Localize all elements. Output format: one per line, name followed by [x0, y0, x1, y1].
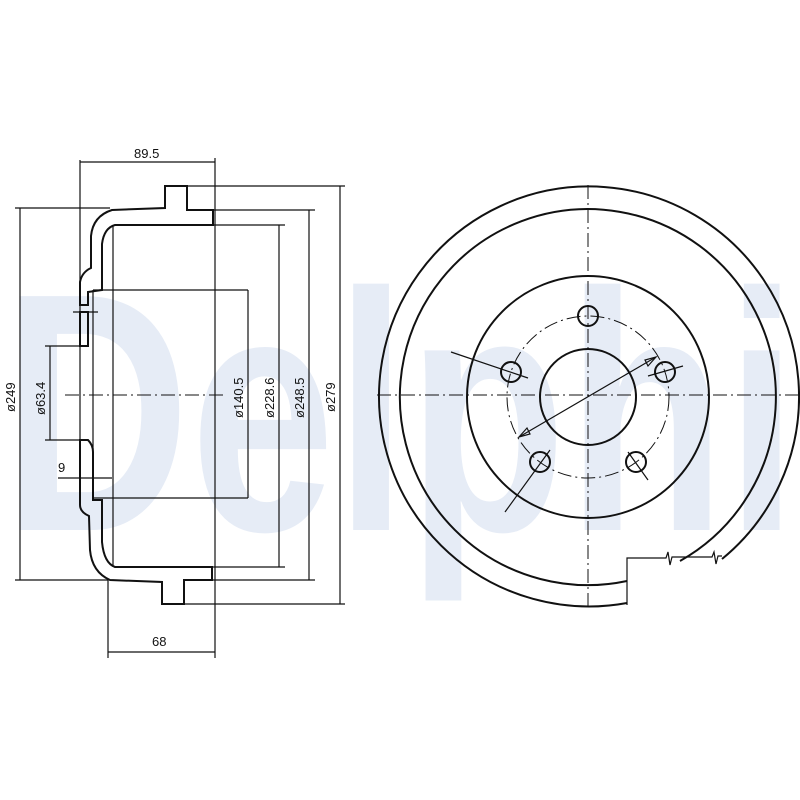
dim-d63-4: ø63.4 [33, 382, 48, 415]
bolt-hole [654, 361, 676, 383]
outer-rim-circle [398, 208, 777, 587]
bolt-hole [577, 305, 599, 327]
leader-line [504, 449, 551, 513]
outer-flange-circle [378, 185, 800, 608]
diameter-arrow [518, 356, 657, 438]
leader-line [627, 451, 649, 481]
dim-d248-5: ø248.5 [292, 378, 307, 418]
front-view [377, 185, 800, 610]
dim-d249: ø249 [3, 382, 18, 412]
side-section-view: 89.5 68 9 ø249 ø63.4 ø140.5 ø228.6 ø248.… [3, 146, 345, 658]
dim-d140-5: ø140.5 [231, 378, 246, 418]
cut-break-line [626, 549, 722, 605]
dim-d279: ø279 [323, 382, 338, 412]
bolt-hole [625, 451, 647, 473]
dim-d228-6: ø228.6 [262, 378, 277, 418]
dim-drum-depth: 68 [152, 634, 166, 649]
bolt-hole [529, 451, 551, 473]
leader-line [647, 365, 684, 377]
bolt-hole [500, 361, 522, 383]
dim-overall-depth: 89.5 [134, 146, 159, 161]
leader-line [450, 351, 529, 379]
dim-wall-step: 9 [58, 460, 65, 475]
upper-section-hatch [79, 185, 214, 306]
